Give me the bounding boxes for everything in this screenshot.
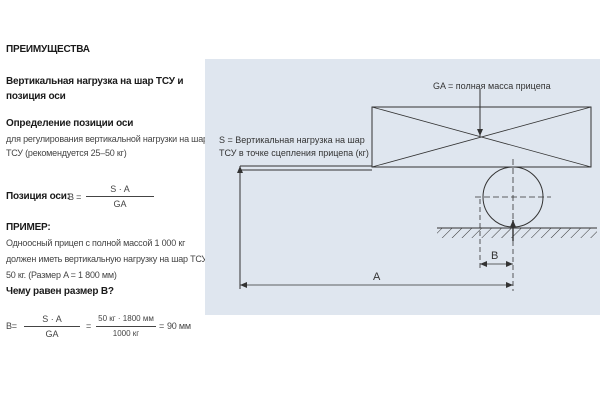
calc-denominator-2: 1000 кг [112, 329, 140, 338]
diagram-background [205, 59, 600, 315]
calc-numerator-1: S · A [42, 314, 62, 324]
subheading-line2: позиция оси [6, 91, 66, 102]
s-label-line1: S = Вертикальная нагрузка на шар [219, 135, 365, 145]
heading: ПРЕИМУЩЕСТВА [6, 44, 90, 55]
section-title: Определение позиции оси [6, 118, 134, 129]
description-line2: ТСУ (рекомендуется 25–50 кг) [6, 148, 127, 158]
s-label-line2: ТСУ в точке сцепления прицепа (кг) [219, 148, 369, 158]
ga-label: GA = полная масса прицепа [433, 81, 551, 91]
calc-result: 90 мм [167, 321, 191, 331]
calc-equals-2: = [159, 321, 165, 331]
example-line1: Одноосный прицеп с полной массой 1 000 к… [6, 238, 186, 248]
formula-variable: B = [68, 192, 82, 202]
subheading-line1: Вертикальная нагрузка на шар ТСУ и [6, 76, 184, 87]
calc-fraction-bar-1 [24, 326, 80, 327]
dimension-a-label: A [373, 271, 381, 283]
calc-fraction-bar-2 [96, 326, 156, 327]
formula-denominator: GA [113, 199, 127, 209]
example-line3: 50 кг. (Размер A = 1 800 мм) [6, 270, 117, 280]
calc-equals-1: = [86, 321, 92, 331]
dimension-b-label: B [491, 250, 498, 262]
dimension-a [240, 241, 514, 291]
question: Чему равен размер B? [6, 286, 114, 297]
formula-fraction-bar [86, 196, 154, 197]
description-line1: для регулирования вертикальной нагрузки … [6, 134, 208, 144]
trailer-body [371, 106, 592, 168]
calc-variable: B= [6, 321, 17, 331]
trailer-diagram: GA = полная масса прицепа S = Вертикальн… [205, 59, 600, 315]
formula-numerator: S · A [110, 184, 130, 194]
calc-denominator-1: GA [45, 329, 59, 339]
calc-numerator-2: 50 кг · 1800 мм [98, 314, 154, 323]
diagram-canvas: GA = полная масса прицепа S = Вертикальн… [205, 59, 600, 315]
dimension-b [479, 199, 513, 269]
example-line2: должен иметь вертикальную нагрузку на ша… [6, 254, 207, 264]
ground [437, 227, 597, 238]
formula-label: Позиция оси: [6, 191, 70, 202]
example-title: ПРИМЕР: [6, 222, 51, 233]
